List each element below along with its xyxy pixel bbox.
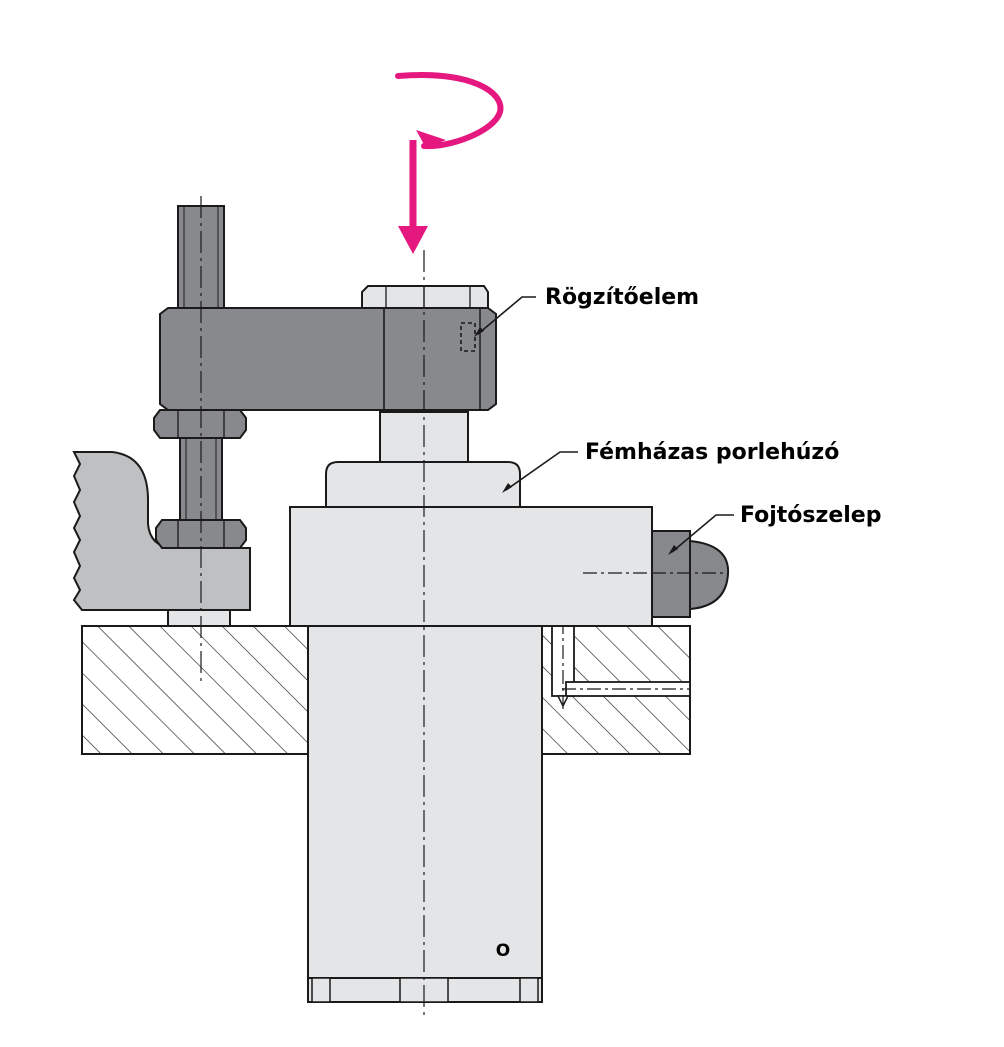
center-lines bbox=[200, 196, 425, 1015]
rotation-arrow-icon bbox=[395, 72, 504, 254]
flange-housing bbox=[289, 506, 653, 627]
cylinder-body: O bbox=[307, 625, 543, 979]
dust-wiper-collar bbox=[325, 461, 521, 508]
pressure-screw bbox=[153, 205, 247, 549]
clamping-arm bbox=[159, 307, 497, 411]
label-clamping-element: Rögzítőelem bbox=[545, 285, 699, 310]
label-metal-housing: Fémházas porlehúzó bbox=[585, 440, 839, 465]
body-mark-text: O bbox=[496, 941, 510, 961]
bottom-cap bbox=[307, 977, 543, 1003]
workpiece bbox=[72, 451, 251, 627]
base-plate bbox=[81, 620, 691, 755]
throttle-valve bbox=[651, 530, 730, 618]
label-throttle-valve: Fojtószelep bbox=[740, 503, 881, 528]
top-hex-nut bbox=[361, 285, 489, 309]
leader-lines bbox=[474, 296, 734, 555]
